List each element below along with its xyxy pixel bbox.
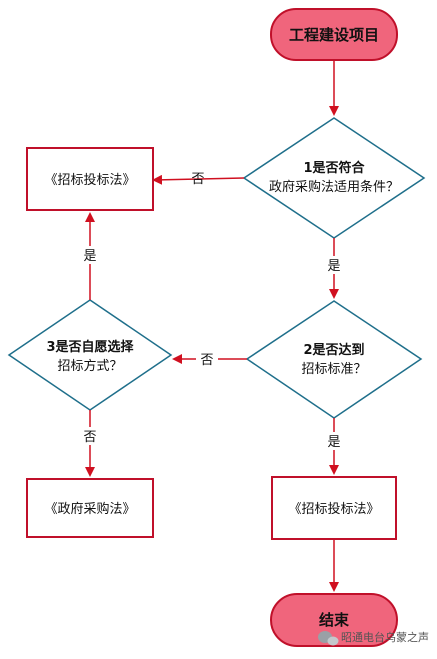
end-node: 结束 bbox=[270, 593, 398, 647]
start-node: 工程建设项目 bbox=[270, 8, 398, 61]
edge-label-d2-yes: 是 bbox=[327, 435, 340, 450]
decision1-node: 1是否符合 政府采购法适用条件？ bbox=[242, 117, 426, 239]
edge-label-d3-no: 否 bbox=[83, 430, 96, 445]
edge-label-bg-d2-no bbox=[196, 350, 218, 368]
edge-label-bg-d3-no bbox=[78, 427, 102, 445]
wechat-icon bbox=[318, 631, 339, 646]
watermark: 昭通电台乌蒙之声 bbox=[318, 630, 429, 646]
edge-label-bg-d2-yes bbox=[322, 432, 346, 450]
edge-label-d1-no: 否 bbox=[191, 172, 204, 187]
arrow-decision1-no bbox=[152, 174, 245, 185]
decision2-line1: 2是否达到 bbox=[303, 342, 364, 358]
decision2-line2: 招标标准？ bbox=[301, 362, 366, 377]
gov-procurement-law-box: 《政府采购法》 bbox=[26, 478, 154, 538]
start-label: 工程建设项目 bbox=[289, 26, 379, 44]
edge-label-d2-no: 否 bbox=[200, 353, 213, 368]
decision1-line2: 政府采购法适用条件？ bbox=[269, 179, 399, 195]
decision3-node: 3是否自愿选择 招标方式？ bbox=[7, 299, 173, 411]
edge-label-d3-yes: 是 bbox=[83, 249, 96, 264]
gov-procurement-law-label: 《政府采购法》 bbox=[44, 501, 135, 517]
decision3-line1: 3是否自愿选择 bbox=[46, 339, 134, 355]
edge-label-d1-yes: 是 bbox=[327, 259, 340, 274]
bidding-law-bottom-box: 《招标投标法》 bbox=[271, 476, 397, 540]
decision1-line1: 1是否符合 bbox=[303, 160, 365, 176]
bidding-law-top-label: 《招标投标法》 bbox=[44, 172, 135, 188]
watermark-text: 昭通电台乌蒙之声 bbox=[341, 630, 429, 644]
bidding-law-bottom-label: 《招标投标法》 bbox=[288, 501, 379, 517]
end-label: 结束 bbox=[319, 611, 350, 629]
bidding-law-top-box: 《招标投标法》 bbox=[26, 147, 154, 211]
edge-label-bg-d3-yes bbox=[78, 246, 102, 264]
decision2-node: 2是否达到 招标标准？ bbox=[245, 300, 423, 419]
decision3-line2: 招标方式？ bbox=[57, 358, 122, 374]
edge-label-bg-d1-yes bbox=[322, 256, 346, 274]
